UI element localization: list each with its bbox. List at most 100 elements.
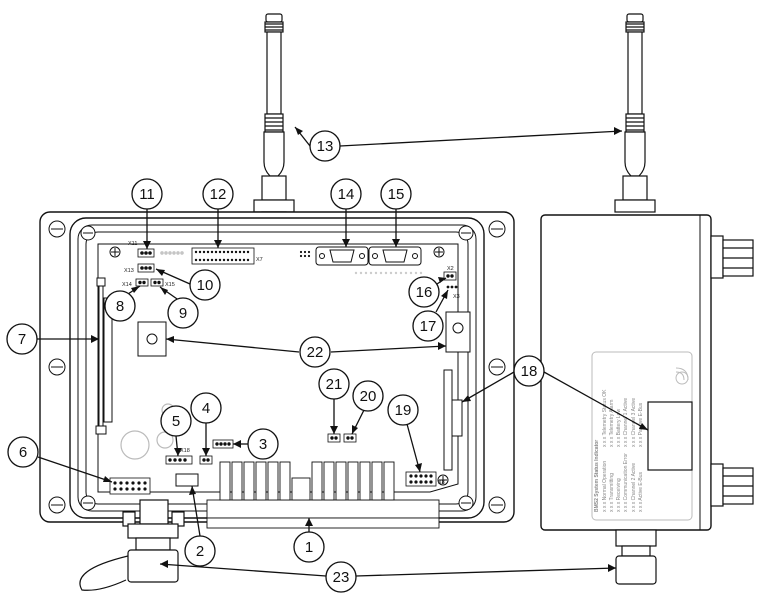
svg-text:22: 22 bbox=[307, 344, 324, 361]
svg-text:3: 3 bbox=[259, 436, 267, 453]
dsub-connector-15 bbox=[368, 246, 422, 266]
svg-text:2: 2 bbox=[196, 543, 204, 560]
svg-text:7: 7 bbox=[18, 331, 26, 348]
callout-18: 18 bbox=[513, 355, 545, 387]
front-enclosure: X11 X13 X14 X15 X7 bbox=[39, 211, 515, 591]
callout-3: 3 bbox=[247, 428, 279, 460]
antenna-left bbox=[253, 13, 295, 229]
svg-text:18: 18 bbox=[521, 363, 538, 380]
callout-12: 12 bbox=[202, 178, 234, 210]
svg-text:21: 21 bbox=[326, 376, 343, 393]
connector-x18 bbox=[165, 455, 193, 465]
callout-15: 15 bbox=[380, 178, 412, 210]
antenna-right bbox=[614, 13, 656, 213]
callout-22: 22 bbox=[299, 336, 331, 368]
svg-text:6: 6 bbox=[19, 444, 27, 461]
connector-x13 bbox=[137, 263, 155, 273]
svg-text:23: 23 bbox=[333, 569, 350, 586]
connector-x11 bbox=[137, 248, 184, 258]
callout-10: 10 bbox=[189, 269, 221, 301]
dsub-connector-14 bbox=[315, 246, 369, 266]
connector-x15 bbox=[150, 278, 164, 287]
svg-text:12: 12 bbox=[210, 186, 227, 203]
label-x11: X11 bbox=[128, 241, 137, 247]
terminal-block-row bbox=[206, 461, 440, 529]
terminal-strip-6 bbox=[109, 477, 151, 495]
callout-1: 1 bbox=[293, 531, 325, 563]
callout-11: 11 bbox=[131, 178, 163, 210]
label-x7: X7 bbox=[256, 257, 263, 263]
label-x15: X15 bbox=[165, 282, 175, 288]
label-line-11: x x x Active E-Bus bbox=[638, 471, 644, 512]
callout-5: 5 bbox=[160, 405, 192, 437]
svg-text:13: 13 bbox=[317, 138, 334, 155]
callout-16: 16 bbox=[408, 276, 440, 308]
svg-text:4: 4 bbox=[202, 400, 210, 417]
label-heading: BMS2 System Status Indicator bbox=[594, 440, 600, 512]
callout-4: 4 bbox=[190, 392, 222, 424]
label-x3: X3 bbox=[453, 294, 460, 300]
callout-6: 6 bbox=[7, 436, 39, 468]
label-line-7: x x x Battery Low bbox=[616, 409, 622, 447]
callout-8: 8 bbox=[104, 290, 136, 322]
label-line-5: x x x Telemetry Status OK bbox=[602, 389, 608, 447]
label-line-1: x x x Normal Operation bbox=[602, 461, 608, 512]
svg-text:17: 17 bbox=[420, 318, 437, 335]
callout-23: 23 bbox=[325, 561, 357, 593]
connector-x2 bbox=[443, 271, 457, 281]
label-x14: X14 bbox=[122, 282, 132, 288]
grey-pin-row bbox=[354, 271, 423, 275]
svg-text:19: 19 bbox=[395, 402, 412, 419]
callout-21: 21 bbox=[318, 368, 350, 400]
svg-text:14: 14 bbox=[338, 186, 355, 203]
label-line-12: x x x Passive E-Bus bbox=[638, 402, 644, 447]
callouts: 1 2 3 4 5 6 7 8 9 10 11 12 13 14 15 16 1… bbox=[6, 130, 545, 593]
jumper-21 bbox=[327, 433, 341, 443]
label-x2: X2 bbox=[447, 266, 454, 272]
svg-text:10: 10 bbox=[197, 277, 214, 294]
jumper-20 bbox=[343, 433, 357, 443]
svg-text:15: 15 bbox=[388, 186, 405, 203]
callout-19: 19 bbox=[387, 394, 419, 426]
svg-text:11: 11 bbox=[139, 186, 155, 203]
mounting-block-right bbox=[445, 311, 471, 353]
svg-text:16: 16 bbox=[416, 284, 433, 301]
svg-text:20: 20 bbox=[360, 388, 377, 405]
jumper-4 bbox=[199, 455, 213, 465]
label-line-8: x x x Channel 1 Active bbox=[623, 398, 629, 447]
callout-2: 2 bbox=[184, 535, 216, 567]
label-line-2: x x x Transmitting bbox=[609, 473, 615, 512]
label-x8: X8 bbox=[438, 480, 445, 486]
svg-text:9: 9 bbox=[179, 305, 187, 322]
label-line-3: x x x Receiving bbox=[616, 478, 622, 512]
label-line-6: x x x Telemetry Alarm bbox=[609, 400, 615, 447]
label-line-9: x x x Channel 2 Active bbox=[631, 463, 637, 512]
connector-x7 bbox=[191, 247, 255, 265]
callout-14: 14 bbox=[330, 178, 362, 210]
svg-text:1: 1 bbox=[305, 539, 313, 556]
svg-text:5: 5 bbox=[172, 413, 180, 430]
callout-17: 17 bbox=[412, 310, 444, 342]
callout-7: 7 bbox=[6, 323, 38, 355]
side-enclosure: BMS2 System Status Indicator x x x Norma… bbox=[540, 214, 754, 585]
connector-x3 bbox=[446, 285, 458, 289]
connector-3 bbox=[212, 439, 234, 449]
connector-x14 bbox=[135, 278, 149, 287]
callout-9: 9 bbox=[167, 297, 199, 329]
right-edge-part-18 bbox=[443, 369, 463, 471]
cable-gland-front bbox=[79, 499, 185, 591]
mounting-block-left bbox=[137, 321, 167, 357]
connector-x8 bbox=[405, 471, 437, 487]
label-x13: X13 bbox=[124, 268, 134, 274]
callout-20: 20 bbox=[352, 380, 384, 412]
label-x18: X18 bbox=[180, 448, 190, 454]
dot-array bbox=[299, 250, 311, 258]
label-line-4: x x x Communication Error bbox=[623, 453, 629, 512]
component-2 bbox=[175, 473, 199, 487]
arrow-heads bbox=[91, 127, 648, 572]
svg-text:8: 8 bbox=[116, 298, 124, 315]
status-label-panel bbox=[591, 351, 693, 521]
flange-screws bbox=[48, 220, 506, 514]
callout-13: 13 bbox=[309, 130, 341, 162]
